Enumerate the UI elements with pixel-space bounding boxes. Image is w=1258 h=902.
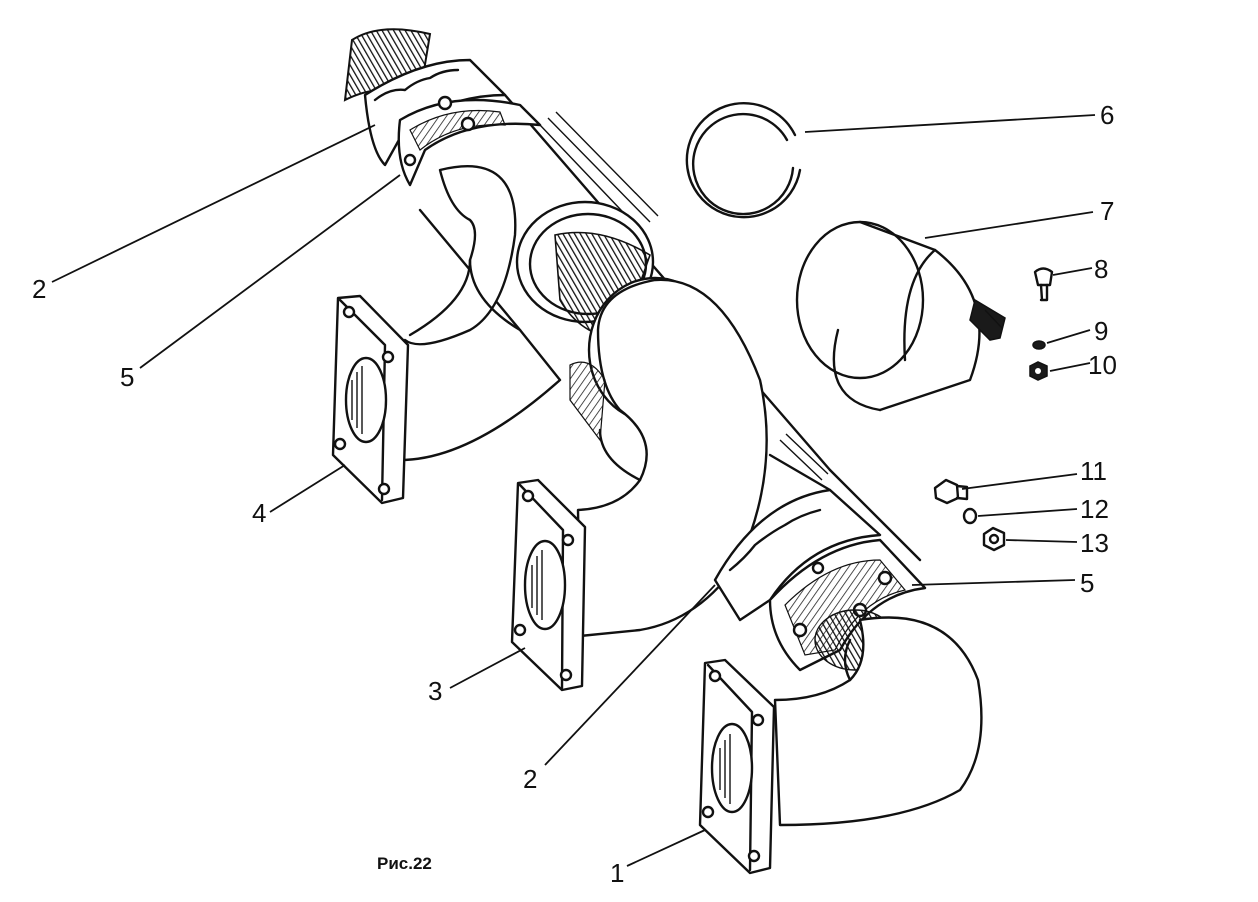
callout-8: 8	[1094, 254, 1108, 284]
callout-2-lower: 2	[523, 764, 537, 794]
washer-9	[1032, 340, 1046, 350]
leader-lines	[51, 114, 1096, 867]
callout-5-right: 5	[1080, 568, 1094, 598]
callout-13: 13	[1080, 528, 1109, 558]
branch-3	[510, 276, 768, 692]
clamp-band	[795, 220, 1006, 412]
callout-5-left: 5	[120, 362, 134, 392]
callout-12: 12	[1080, 494, 1109, 524]
callout-3: 3	[428, 676, 442, 706]
callout-2-upper: 2	[32, 274, 46, 304]
upper-bellows	[343, 28, 542, 187]
callout-9: 9	[1094, 316, 1108, 346]
lower-joint	[713, 488, 927, 672]
branch-4	[331, 165, 562, 505]
bolt-8-head	[1033, 267, 1054, 287]
callout-6: 6	[1100, 100, 1114, 130]
callout-7: 7	[1100, 196, 1114, 226]
callout-1: 1	[610, 858, 624, 888]
split-ring	[685, 101, 802, 219]
callout-10: 10	[1088, 350, 1117, 380]
callout-11: 11	[1080, 456, 1107, 486]
branch-1	[698, 616, 983, 875]
small-fasteners-lower	[933, 478, 1006, 552]
callout-4: 4	[252, 498, 266, 528]
figure-caption: Рис.22	[377, 854, 432, 873]
small-fasteners-upper	[1029, 267, 1054, 381]
callouts: 1 2 2 3 4 5 5 6 7 8 9 10 11 12 13	[32, 100, 1117, 888]
